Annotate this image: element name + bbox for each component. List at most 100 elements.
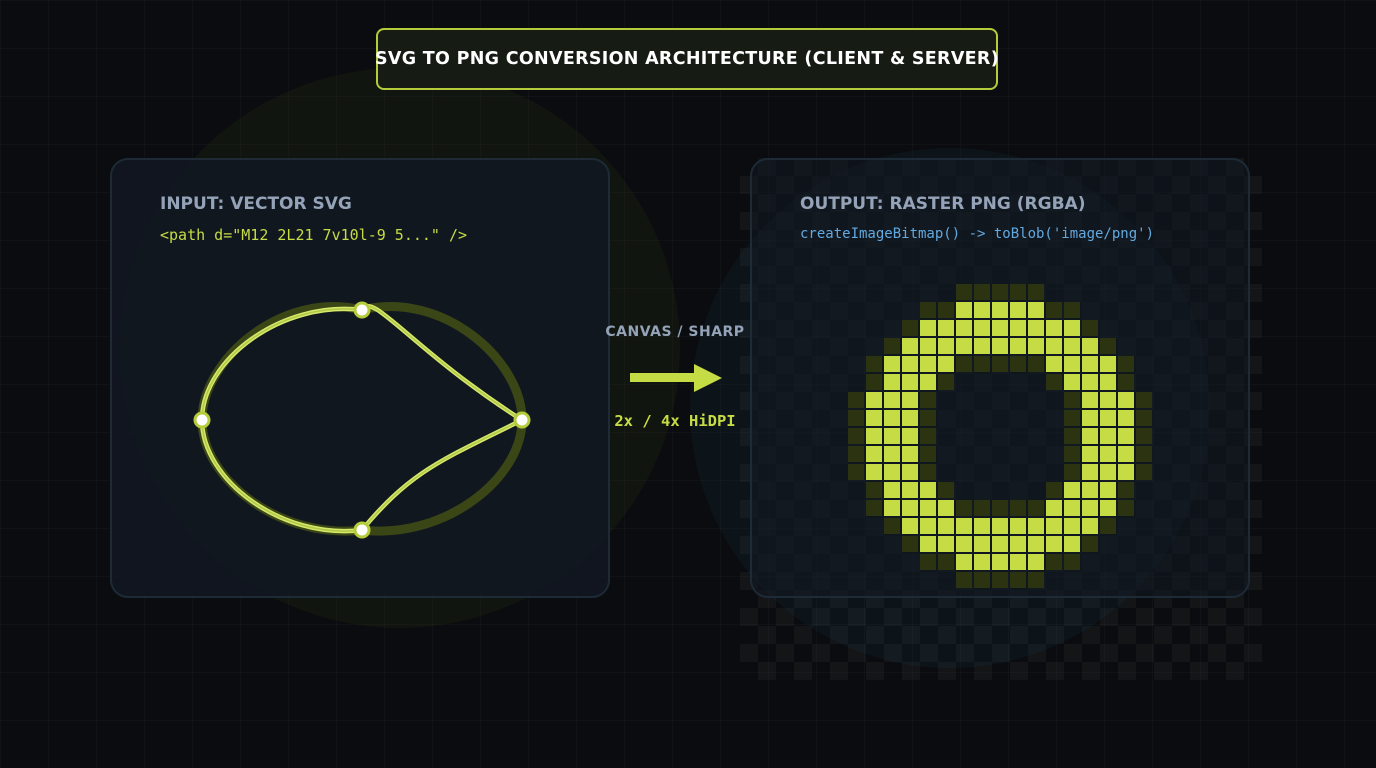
raster-pixel	[848, 392, 864, 408]
raster-pixel	[992, 302, 1008, 318]
raster-pixel	[866, 446, 882, 462]
raster-pixel	[992, 284, 1008, 300]
raster-pixel	[1010, 356, 1026, 372]
raster-pixel	[992, 320, 1008, 336]
raster-pixel	[1100, 500, 1116, 516]
raster-pixel	[1118, 410, 1134, 426]
raster-pixel	[992, 572, 1008, 588]
raster-pixel	[974, 572, 990, 588]
raster-pixel	[920, 338, 936, 354]
raster-pixel	[902, 428, 918, 444]
raster-pixel	[1136, 428, 1152, 444]
raster-pixel	[1118, 500, 1134, 516]
raster-pixel	[902, 410, 918, 426]
conversion-engine-label: CANVAS / SHARP	[605, 324, 745, 340]
raster-pixel	[1100, 446, 1116, 462]
vector-path-curve-icon	[193, 301, 531, 539]
raster-pixel	[1028, 554, 1044, 570]
raster-pixel	[1028, 518, 1044, 534]
raster-pixel	[1064, 410, 1080, 426]
raster-pixel	[1136, 410, 1152, 426]
raster-pixel	[1082, 320, 1098, 336]
raster-pixel	[866, 482, 882, 498]
raster-pixel	[1010, 320, 1026, 336]
raster-pixel	[1046, 374, 1062, 390]
raster-pixel	[848, 410, 864, 426]
raster-pixel	[992, 518, 1008, 534]
raster-pixel	[1100, 482, 1116, 498]
raster-pixel	[1064, 302, 1080, 318]
raster-pixel	[920, 518, 936, 534]
raster-pixel	[920, 374, 936, 390]
raster-pixel	[1028, 320, 1044, 336]
raster-pixel	[920, 356, 936, 372]
raster-pixel	[920, 392, 936, 408]
raster-pixel	[902, 482, 918, 498]
raster-pixel	[1100, 392, 1116, 408]
raster-pixel	[974, 338, 990, 354]
raster-pixel	[884, 374, 900, 390]
raster-pixel	[1064, 356, 1080, 372]
raster-pixel	[956, 500, 972, 516]
raster-pixel	[1028, 338, 1044, 354]
raster-pixel	[920, 482, 936, 498]
raster-pixel	[974, 356, 990, 372]
raster-pixel	[956, 302, 972, 318]
raster-pixel	[956, 572, 972, 588]
raster-pixel	[902, 500, 918, 516]
raster-pixel	[1064, 554, 1080, 570]
raster-pixel	[902, 356, 918, 372]
raster-pixel	[1064, 320, 1080, 336]
raster-pixel	[1118, 464, 1134, 480]
raster-pixel	[956, 356, 972, 372]
raster-pixel	[848, 446, 864, 462]
diagram-title: SVG TO PNG CONVERSION ARCHITECTURE (CLIE…	[374, 49, 1000, 69]
raster-pixel	[1046, 554, 1062, 570]
raster-pixel	[866, 410, 882, 426]
raster-pixel	[1046, 500, 1062, 516]
raster-pixel	[1010, 536, 1026, 552]
raster-pixel	[1082, 392, 1098, 408]
raster-pixel	[938, 518, 954, 534]
raster-pixel	[1082, 500, 1098, 516]
raster-pixel	[884, 446, 900, 462]
raster-pixel	[1046, 338, 1062, 354]
raster-pixel	[938, 320, 954, 336]
input-panel-heading: INPUT: VECTOR SVG	[160, 194, 352, 214]
raster-pixel	[902, 464, 918, 480]
raster-pixel	[884, 482, 900, 498]
raster-pixel	[1046, 320, 1062, 336]
raster-pixel	[1100, 518, 1116, 534]
raster-pixel	[866, 374, 882, 390]
raster-pixel	[1118, 374, 1134, 390]
raster-pixel	[1064, 482, 1080, 498]
raster-pixel	[956, 338, 972, 354]
raster-pixel	[1082, 482, 1098, 498]
raster-pixel	[848, 464, 864, 480]
raster-pixel	[1100, 410, 1116, 426]
raster-pixel	[902, 374, 918, 390]
raster-pixel	[1010, 518, 1026, 534]
raster-pixel	[1064, 338, 1080, 354]
raster-pixel	[902, 338, 918, 354]
raster-pixel	[1082, 536, 1098, 552]
raster-pixel	[866, 428, 882, 444]
raster-pixel	[1046, 518, 1062, 534]
raster-pixel	[1082, 338, 1098, 354]
raster-pixel	[1028, 284, 1044, 300]
raster-pixel	[938, 500, 954, 516]
raster-pixel	[920, 320, 936, 336]
raster-pixel	[974, 518, 990, 534]
raster-pixel	[884, 428, 900, 444]
raster-pixel	[1064, 536, 1080, 552]
raster-pixel	[866, 464, 882, 480]
raster-pixel	[884, 356, 900, 372]
raster-pixel	[1082, 464, 1098, 480]
raster-pixel	[1082, 518, 1098, 534]
raster-pixel	[1136, 392, 1152, 408]
raster-pixel	[1064, 374, 1080, 390]
raster-pixel	[902, 518, 918, 534]
anchor-point-icon	[193, 411, 211, 429]
raster-pixel	[956, 536, 972, 552]
raster-pixel	[992, 500, 1008, 516]
